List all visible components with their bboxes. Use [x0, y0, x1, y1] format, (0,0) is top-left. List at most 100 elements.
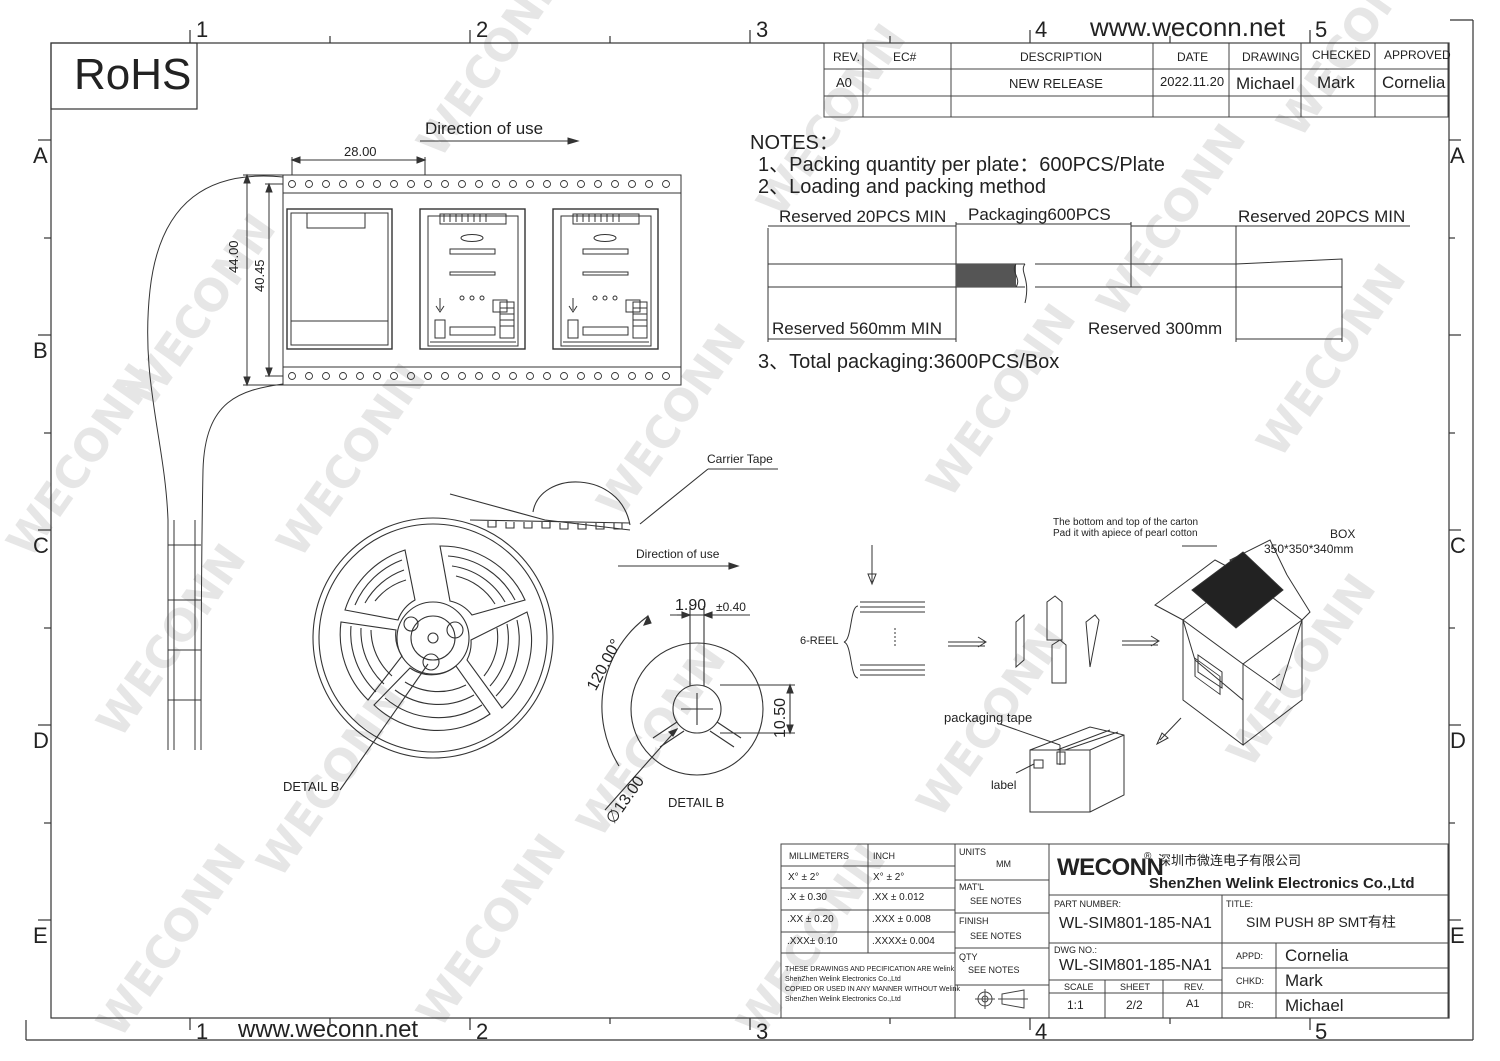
zone-1-bottom: 1	[196, 1019, 209, 1044]
part-number-label: PART NUMBER:	[1054, 899, 1122, 909]
reel-count-label: 6-REEL	[800, 635, 839, 647]
zone-4-bottom: 4	[1035, 1019, 1048, 1044]
carrier-tape-view	[147, 137, 682, 751]
brand-logo: WECONN	[1057, 854, 1164, 881]
sprocket-holes	[288, 180, 670, 380]
chkd-value: Mark	[1285, 971, 1323, 990]
tape-direction-label: Direction of use	[425, 119, 544, 138]
packaging-tape-label: packaging tape	[944, 710, 1033, 725]
zone-a-right: A	[1450, 143, 1465, 168]
dr-label: DR:	[1238, 1000, 1254, 1010]
zone-e-left: E	[33, 923, 48, 948]
zone-2-top: 2	[476, 17, 489, 42]
tol-mm-1: .X ± 0.30	[787, 892, 827, 903]
box-label: BOX	[1330, 527, 1356, 541]
qty-label: QTY	[959, 952, 978, 962]
reel-drawing	[312, 468, 778, 791]
rev-row-description: NEW RELEASE	[1009, 76, 1103, 91]
rev-value: A1	[1186, 998, 1200, 1010]
dim-height: 10.50	[772, 697, 789, 738]
tol-inch-2: .XXX ± 0.008	[872, 914, 931, 925]
dim-slot: 1.90	[675, 597, 707, 614]
rev-header-rev: REV.	[833, 50, 860, 64]
rev-header-checked: CHECKED	[1312, 48, 1371, 62]
finish-value: SEE NOTES	[970, 931, 1022, 941]
zone-1-top: 1	[196, 17, 209, 42]
rev-header-description: DESCRIPTION	[1020, 50, 1103, 64]
zone-4-top: 4	[1035, 17, 1048, 42]
tol-header-inch: INCH	[873, 851, 895, 861]
box-size-label: 350*350*340mm	[1264, 542, 1354, 556]
rev-row-checked: Mark	[1317, 73, 1355, 92]
svg-text:WECONN: WECONN	[267, 355, 436, 566]
pocket-1	[286, 208, 393, 350]
appd-value: Cornelia	[1285, 946, 1349, 965]
tol-inch-3: .XXXX± 0.004	[872, 936, 935, 947]
rev-header-approved: APPROVED	[1384, 48, 1451, 62]
dr-value: Michael	[1285, 996, 1344, 1015]
tape-label-reserved-right: Reserved 20PCS MIN	[1238, 207, 1406, 226]
tape-width-outer-dim: 44.00	[226, 240, 241, 273]
title-block-lines	[780, 843, 1449, 1019]
tol-mm-2: .XX ± 0.20	[787, 914, 834, 925]
sheet-label: SHEET	[1120, 982, 1151, 992]
tape-label-reserved-560: Reserved 560mm MIN	[772, 319, 943, 338]
zone-3-bottom: 3	[756, 1019, 769, 1044]
company-cn: 深圳市微连电子有限公司	[1158, 853, 1302, 868]
disclaimer-line-3: COPIED OR USED IN ANY MANNER WITHOUT Wel…	[785, 986, 961, 993]
carton-label-label: label	[991, 778, 1017, 792]
matl-value: SEE NOTES	[970, 896, 1022, 906]
company-en: ShenZhen Welink Electronics Co.,Ltd	[1149, 875, 1415, 892]
svg-text:WECONN: WECONN	[87, 535, 256, 746]
matl-label: MAT'L	[959, 882, 985, 892]
website-top: www.weconn.net	[1090, 12, 1286, 42]
part-number: WL-SIM801-185-NA1	[1059, 915, 1212, 932]
tol-mm-3: .XXX± 0.10	[787, 936, 838, 947]
detail-b-callout: DETAIL B	[283, 779, 340, 794]
tape-label-reserved-left: Reserved 20PCS MIN	[779, 207, 947, 226]
rev-row-rev: A0	[836, 75, 852, 90]
notes-title: NOTES：	[750, 132, 839, 154]
zone-2-bottom: 2	[476, 1019, 489, 1044]
disclaimer-line-4: ShenZhen Welink Electronics Co.,Ltd	[785, 996, 901, 1003]
svg-text:WECONN: WECONN	[0, 355, 166, 566]
drawing-title: SIM PUSH 8P SMT有柱	[1246, 914, 1396, 930]
pocket-2	[419, 208, 526, 350]
tol-mm-0: X° ± 2°	[788, 872, 820, 883]
zone-5-bottom: 5	[1315, 1019, 1328, 1044]
zone-d-right: D	[1450, 728, 1466, 753]
units-label: UNITS	[959, 847, 986, 857]
rev-header-drawing: DRAWING	[1242, 50, 1300, 64]
zone-b-left: B	[33, 338, 48, 363]
note-1: 1、Packing quantity per plate：600PCS/Plat…	[758, 154, 1165, 176]
tape-loading-diagram	[767, 222, 1410, 342]
appd-label: APPD:	[1236, 951, 1264, 961]
dwg-no: WL-SIM801-185-NA1	[1059, 957, 1212, 974]
finish-label: FINISH	[959, 916, 989, 926]
rohs-box	[50, 42, 198, 110]
title-label: TITLE:	[1226, 899, 1254, 909]
carton-note-2: Pad it with apiece of pearl cotton	[1053, 528, 1198, 539]
tol-header-mm: MILLIMETERS	[789, 851, 850, 861]
disclaimer-line-1: THESE DRAWINGS AND PECIFICATION ARE Weli…	[785, 966, 955, 973]
scale-label: SCALE	[1064, 982, 1094, 992]
zone-e-right: E	[1450, 923, 1465, 948]
svg-text:WECONN: WECONN	[87, 835, 256, 1046]
units-value: MM	[996, 859, 1011, 869]
zone-a-left: A	[33, 143, 48, 168]
pocket-3	[552, 208, 659, 350]
website-bottom: www.weconn.net	[238, 1016, 419, 1043]
scale-value: 1:1	[1067, 998, 1084, 1012]
rev-header-date: DATE	[1177, 50, 1209, 64]
rohs-label: RoHS	[74, 50, 192, 99]
rev-row-date: 2022.11.20	[1160, 74, 1225, 89]
rev-header-ec: EC#	[893, 50, 917, 64]
drawing-frame	[25, 19, 1474, 1041]
detail-b-drawing	[601, 606, 795, 811]
rev-row-drawing: Michael	[1236, 74, 1295, 93]
sheet-value: 2/2	[1126, 998, 1143, 1012]
svg-text:WECONN: WECONN	[1087, 115, 1256, 326]
packing-flow-drawing	[843, 539, 1311, 813]
zone-3-top: 3	[756, 17, 769, 42]
